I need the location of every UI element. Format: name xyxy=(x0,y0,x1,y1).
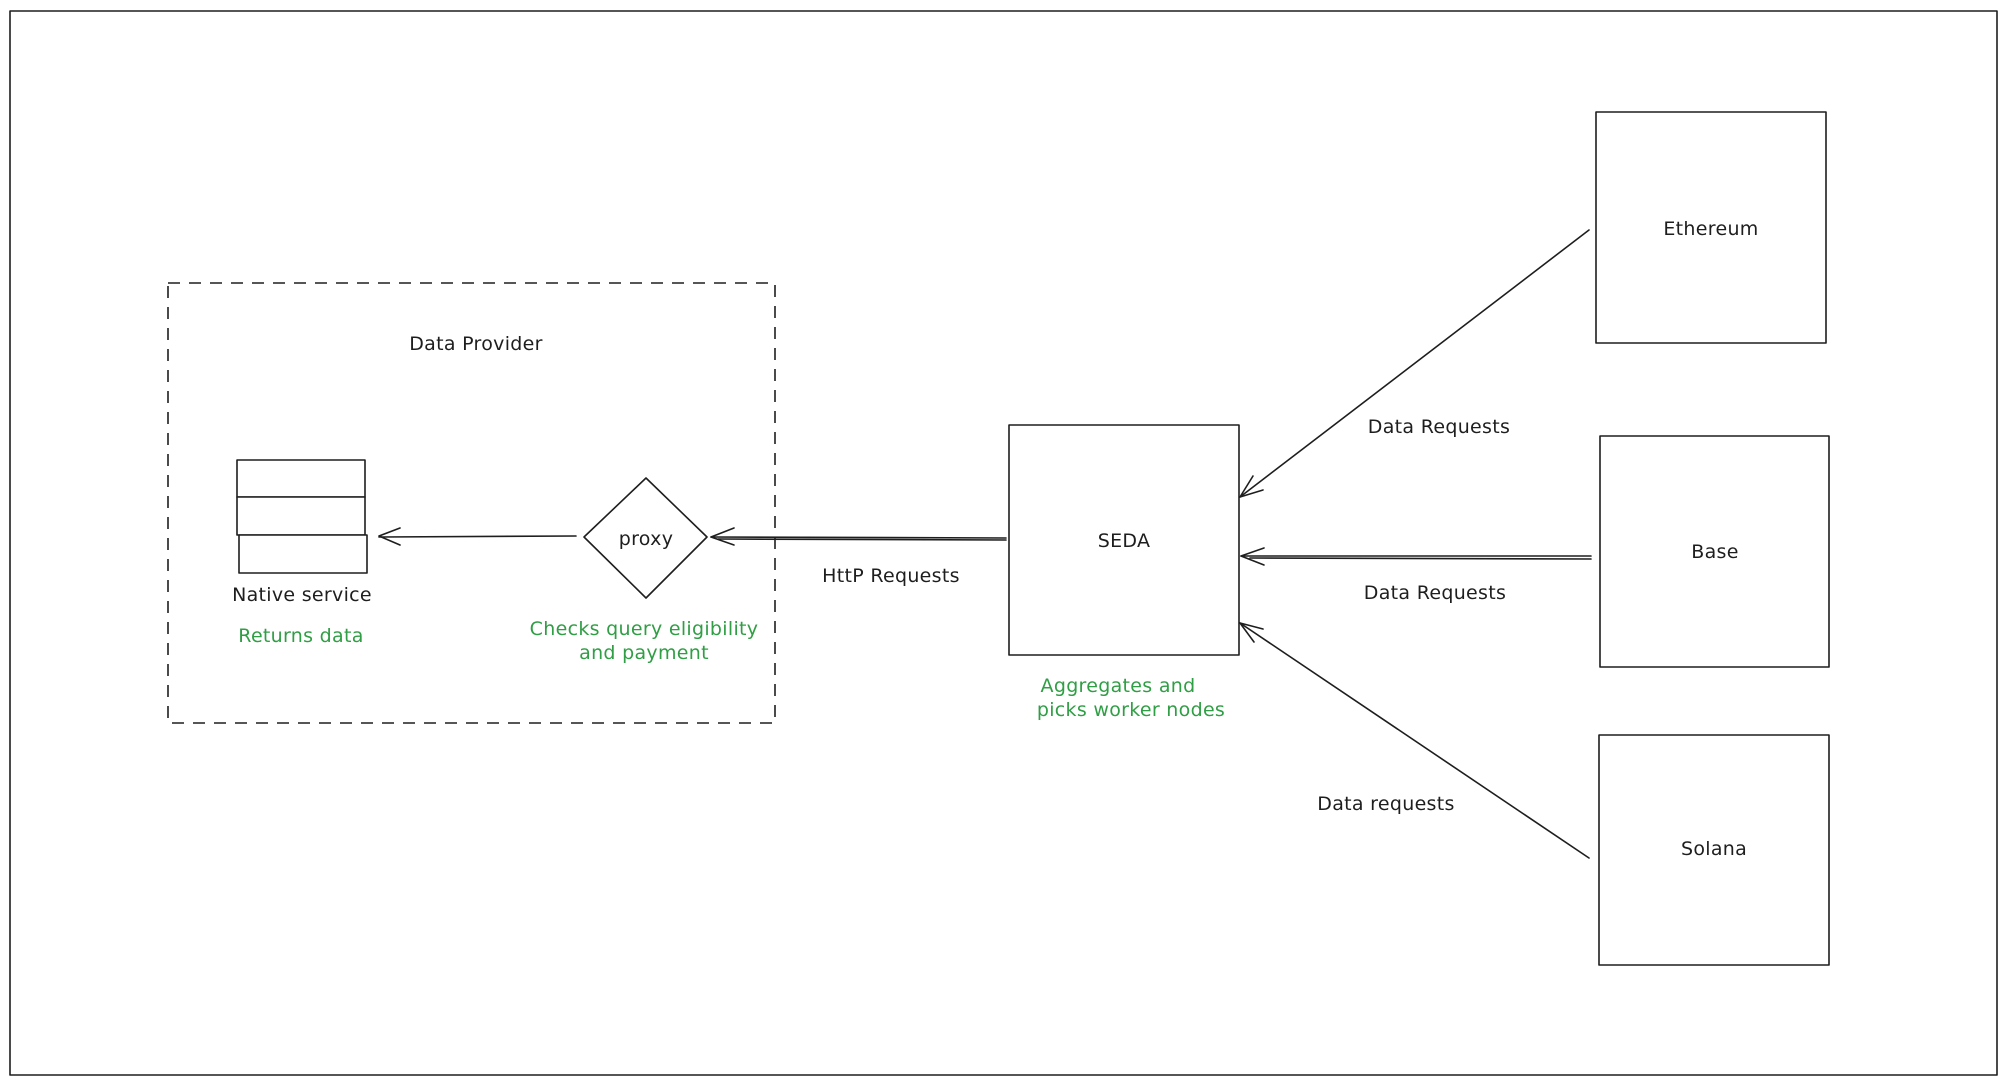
edge-ethereum-seda-label: Data Requests xyxy=(1368,416,1510,438)
native-service-label: Native service xyxy=(232,584,372,606)
seda-note-line-1: Aggregates and xyxy=(1041,675,1196,697)
edge-seda-proxy-line xyxy=(710,536,1007,539)
seda-note-line-2: picks worker nodes xyxy=(1037,699,1225,721)
group-data-provider-border xyxy=(167,282,776,724)
edge-solana-seda-line xyxy=(1239,622,1590,859)
ethereum-box xyxy=(1595,111,1827,344)
solana-box xyxy=(1598,734,1830,966)
edge-base-seda-line-2 xyxy=(1249,557,1592,560)
edge-seda-proxy-line-2 xyxy=(717,538,1007,541)
solana-label: Solana xyxy=(1681,838,1747,860)
outer-frame xyxy=(9,10,1998,1076)
edge-proxy-native-line xyxy=(378,535,577,538)
node-proxy[interactable]: proxy Checks query eligibility and payme… xyxy=(530,477,759,664)
ethereum-label: Ethereum xyxy=(1663,218,1758,240)
group-data-provider[interactable]: Data Provider xyxy=(167,282,776,724)
seda-box xyxy=(1008,424,1240,656)
edge-seda-proxy-label: HttP Requests xyxy=(822,565,960,587)
node-seda[interactable]: SEDA Aggregates and picks worker nodes xyxy=(1008,424,1240,721)
native-service-note: Returns data xyxy=(238,625,363,647)
arrowhead-icon xyxy=(1240,547,1265,566)
arrowhead-icon xyxy=(1239,475,1264,498)
arrowhead-icon xyxy=(710,527,735,546)
proxy-note-line-1: Checks query eligibility xyxy=(530,618,759,640)
node-base[interactable]: Base xyxy=(1599,435,1830,668)
base-label: Base xyxy=(1691,541,1738,563)
node-ethereum[interactable]: Ethereum xyxy=(1595,111,1827,344)
edge-proxy-to-native-service[interactable] xyxy=(378,527,577,546)
node-solana[interactable]: Solana xyxy=(1598,734,1830,966)
edge-ethereum-to-seda[interactable]: Data Requests xyxy=(1239,229,1590,498)
native-service-row-2 xyxy=(236,496,366,536)
edge-solana-to-seda[interactable]: Data requests xyxy=(1239,622,1590,859)
edge-base-to-seda[interactable]: Data Requests xyxy=(1240,547,1592,604)
seda-label: SEDA xyxy=(1098,530,1151,552)
arrowhead-icon xyxy=(1239,622,1264,643)
edge-ethereum-seda-line xyxy=(1239,229,1590,498)
proxy-diamond xyxy=(583,477,708,599)
proxy-label: proxy xyxy=(619,528,673,550)
node-native-service[interactable]: Native service Returns data xyxy=(232,459,372,647)
group-data-provider-label: Data Provider xyxy=(409,333,543,355)
edge-seda-to-proxy[interactable]: HttP Requests xyxy=(710,527,1007,587)
proxy-note-line-2: and payment xyxy=(579,642,709,664)
edge-solana-seda-label: Data requests xyxy=(1317,793,1454,815)
native-service-row-3 xyxy=(238,534,368,574)
native-service-row-1 xyxy=(236,459,366,498)
edge-base-seda-label: Data Requests xyxy=(1364,582,1506,604)
base-box xyxy=(1599,435,1830,668)
arrowhead-icon xyxy=(378,527,401,546)
